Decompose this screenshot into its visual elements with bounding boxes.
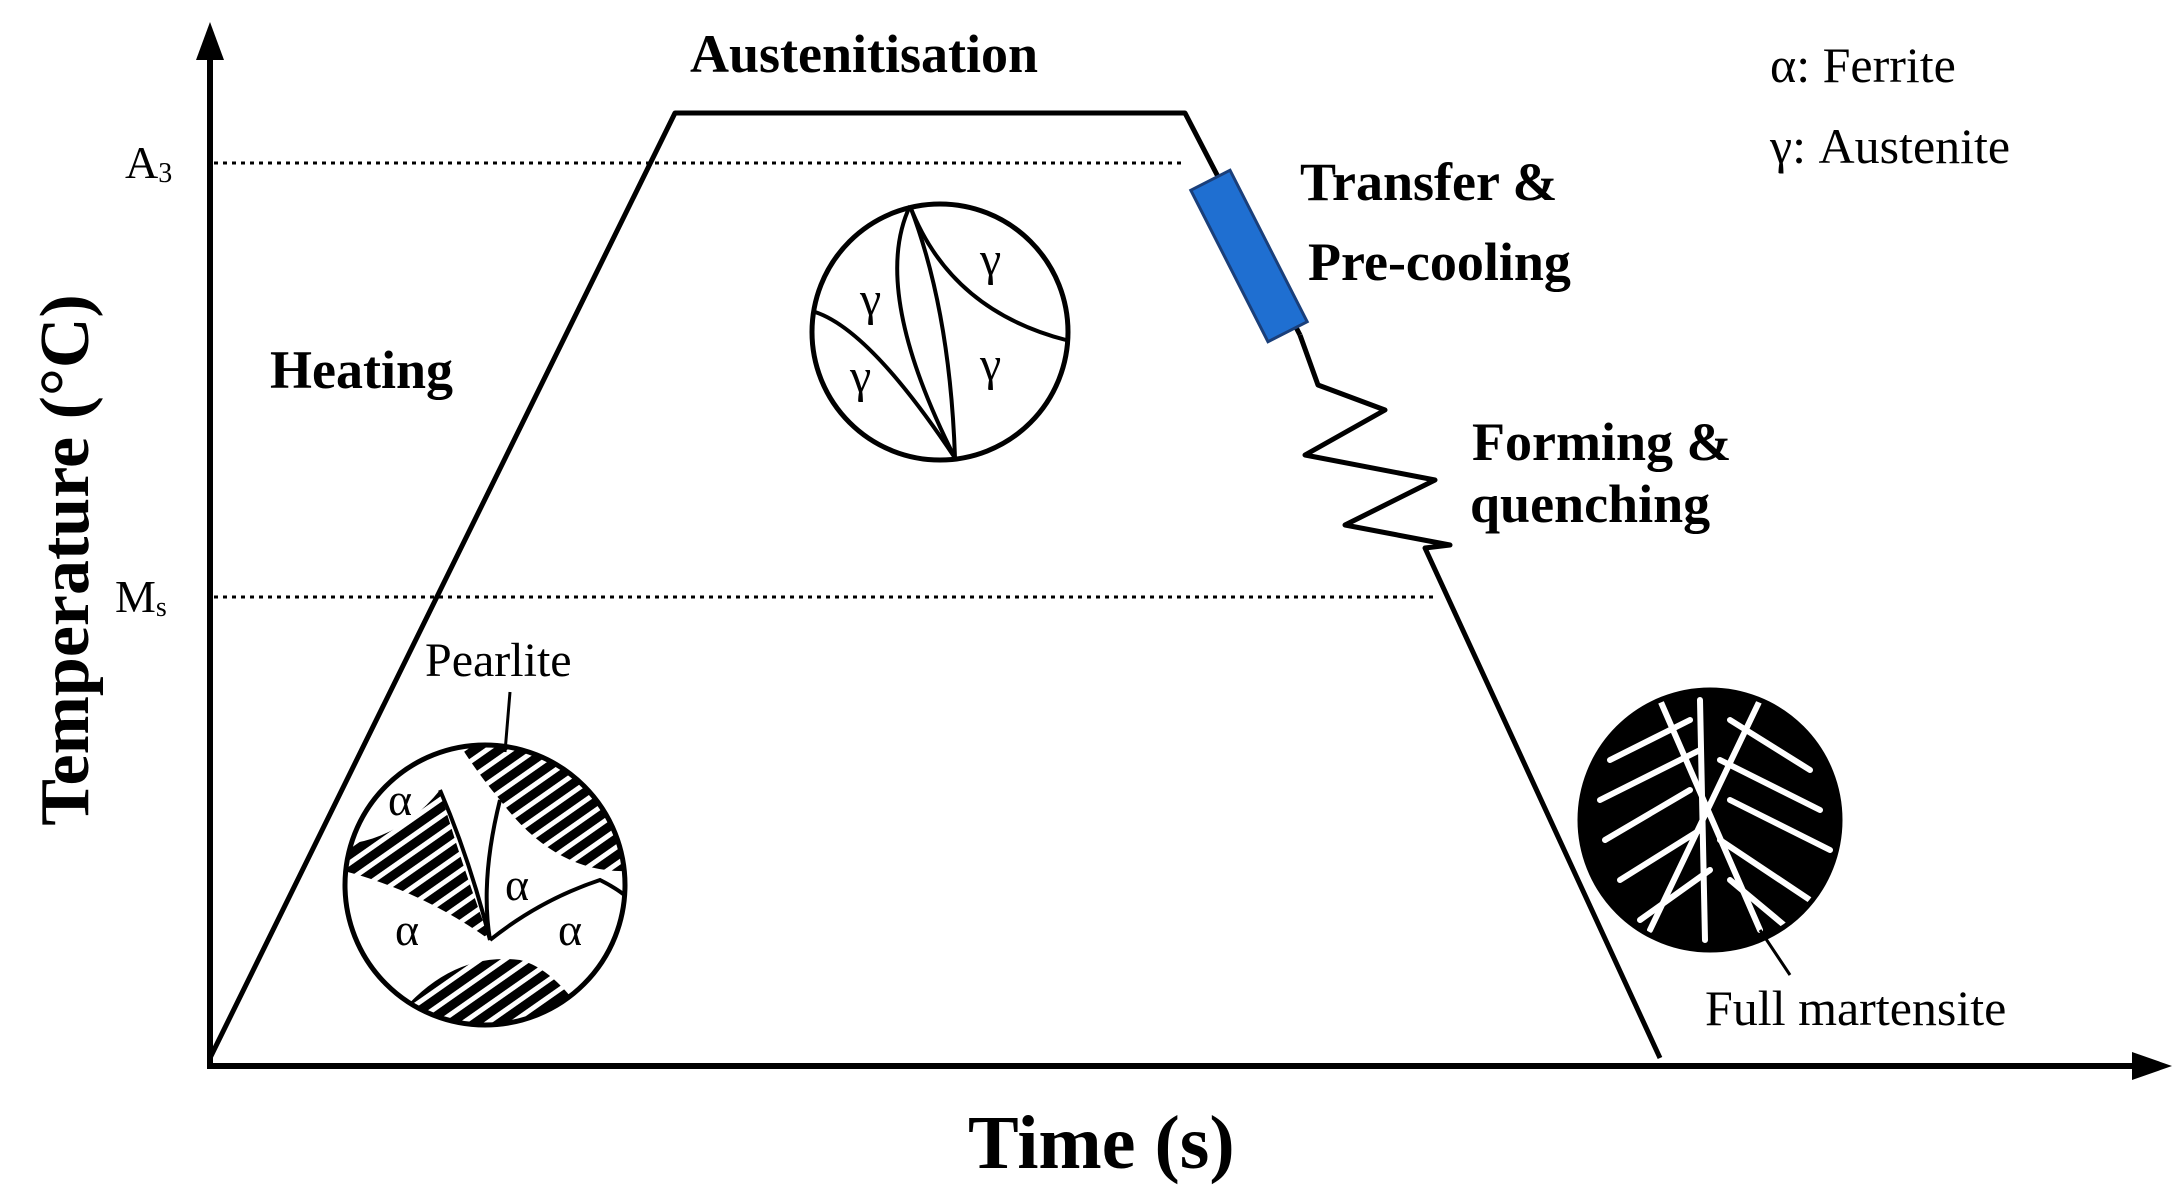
gamma-symbol-2: γ <box>979 233 1001 286</box>
forming-quenching-segment <box>1297 334 1663 1060</box>
x-axis-arrowhead <box>2132 1052 2172 1080</box>
transfer-label-line1: Transfer & <box>1300 152 1557 212</box>
legend-ferrite: α: Ferrite <box>1770 37 1956 93</box>
austenite-microstructure: γ γ γ γ <box>809 201 1071 463</box>
martensite-pointer <box>1758 929 1792 976</box>
gamma-symbol-3: γ <box>849 350 871 403</box>
austenitisation-label: Austenitisation <box>690 24 1038 84</box>
forming-label-line1: Forming & <box>1472 412 1731 472</box>
alpha-symbol-3: α <box>505 859 529 910</box>
alpha-symbol-2: α <box>395 904 419 955</box>
martensite-microstructure: Full martensite <box>1577 687 2006 1036</box>
y-axis-title: Temperature (°C) <box>27 294 104 826</box>
transfer-precooling-bar <box>1188 168 1310 344</box>
transfer-label-line2: Pre-cooling <box>1308 232 1571 292</box>
a3-label: A3 <box>125 137 172 189</box>
alpha-symbol-4: α <box>558 904 582 955</box>
y-axis-arrowhead <box>196 22 224 60</box>
axes <box>196 22 2172 1080</box>
pearlite-pointer <box>503 691 512 753</box>
legend-austenite: γ: Austenite <box>1769 118 2010 174</box>
gamma-symbol-4: γ <box>979 338 1001 391</box>
martensite-label: Full martensite <box>1705 980 2006 1036</box>
alpha-symbol-1: α <box>388 774 412 825</box>
gamma-symbol-1: γ <box>859 273 881 326</box>
heating-label: Heating <box>270 340 453 400</box>
forming-label-line2: quenching <box>1470 474 1710 534</box>
x-axis-title: Time (s) <box>968 1101 1235 1185</box>
ms-label: Ms <box>115 571 167 623</box>
pearlite-microstructure: Pearlite α α α α <box>342 634 628 1028</box>
pearlite-label: Pearlite <box>425 634 572 687</box>
